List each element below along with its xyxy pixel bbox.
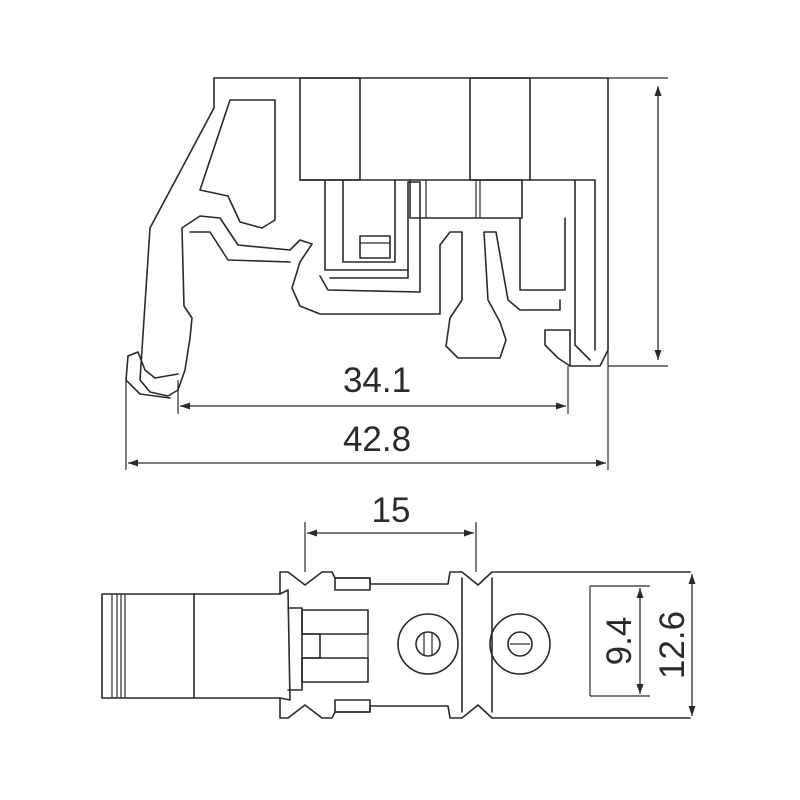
side-view (125, 77, 668, 470)
dim-label-9-4: 9.4 (600, 617, 639, 666)
screw-icon (397, 613, 459, 675)
dimension-15: 15 (307, 491, 474, 537)
dim-label-42-8: 42.8 (343, 420, 411, 459)
screw-icon (489, 613, 551, 675)
dimension-42-8: 42.8 (128, 420, 606, 467)
dim-label-34-1: 34.1 (343, 361, 411, 400)
dim-label-12-6: 12.6 (653, 611, 692, 679)
top-view (101, 522, 691, 719)
dimension-34-1: 34.1 (180, 361, 566, 410)
dimension-12-6: 12.6 (653, 574, 696, 716)
dim-label-15: 15 (372, 491, 411, 530)
dimension-9-4: 9.4 (600, 588, 644, 694)
